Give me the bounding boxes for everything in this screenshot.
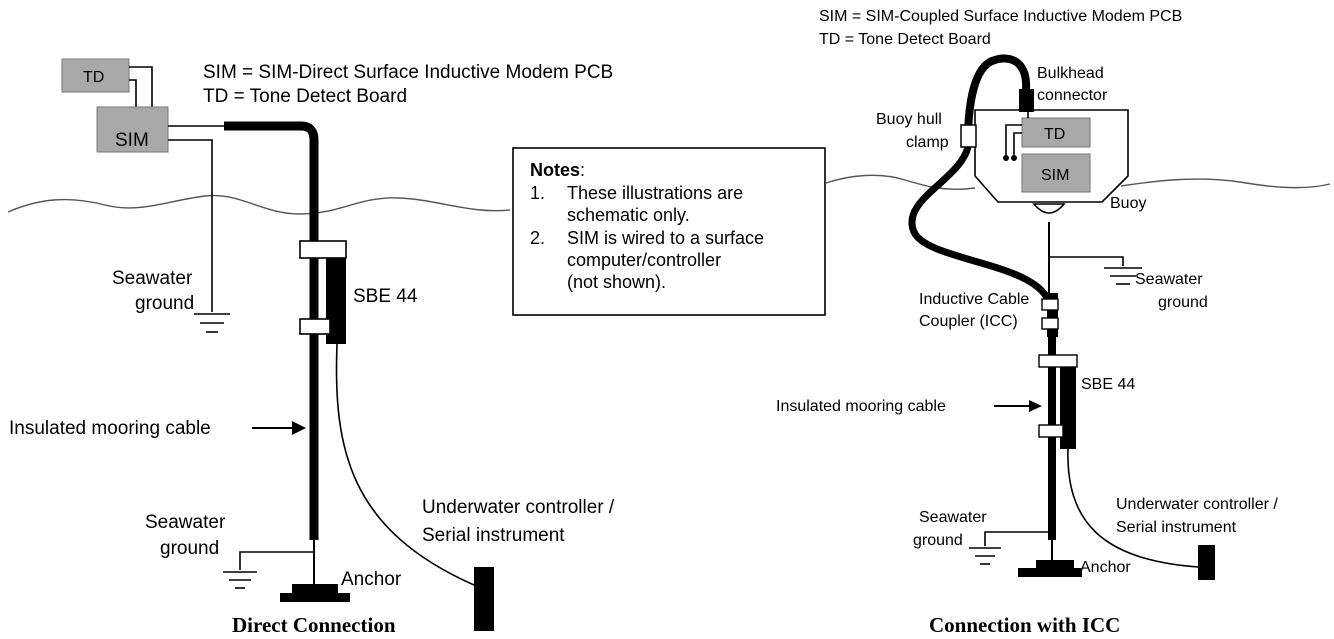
right-legend-sim: SIM = SIM-Coupled Surface Inductive Mode… bbox=[819, 8, 1182, 25]
direct-connection-diagram: SIM = SIM-Direct Surface Inductive Modem… bbox=[7, 58, 615, 637]
left-seawater-ground-bottom-1: Seawater bbox=[145, 512, 226, 533]
notes-heading-colon: : bbox=[580, 160, 585, 180]
right-mooring-arrow bbox=[994, 400, 1042, 412]
right-controller-body bbox=[1198, 545, 1215, 580]
left-td-label: TD bbox=[83, 69, 104, 86]
left-sbe44-label: SBE 44 bbox=[353, 286, 418, 307]
right-sbe44-clamp-top bbox=[1038, 354, 1078, 368]
right-loop-cable bbox=[964, 54, 1031, 141]
right-icc-label-1: Inductive Cable bbox=[919, 291, 1029, 308]
notes-item1-line2: schematic only. bbox=[567, 205, 690, 225]
right-controller-label-2: Serial instrument bbox=[1116, 519, 1237, 536]
right-sbe44-label: SBE 44 bbox=[1081, 376, 1135, 393]
right-anchor-label: Anchor bbox=[1080, 559, 1131, 576]
left-seawater-ground-top-1: Seawater bbox=[112, 268, 193, 289]
notes-border bbox=[512, 147, 826, 316]
right-sbe44-body bbox=[1060, 367, 1076, 449]
left-mooring-cable-label: Insulated mooring cable bbox=[9, 418, 211, 439]
right-td-wire-2 bbox=[1013, 132, 1022, 158]
left-legend-sim: SIM = SIM-Direct Surface Inductive Modem… bbox=[203, 62, 613, 83]
right-sim-box bbox=[1021, 153, 1091, 193]
left-seawater-ground-bottom-2: ground bbox=[160, 538, 219, 559]
right-buoy-keel bbox=[1032, 203, 1066, 214]
left-seawater-ground-top-2: ground bbox=[135, 293, 194, 314]
left-water-surface bbox=[7, 194, 511, 215]
notes-item1-line1: These illustrations are bbox=[567, 183, 743, 203]
notes-item2-num: 2. bbox=[530, 228, 545, 248]
right-water-surface-right bbox=[1120, 178, 1331, 189]
right-hull-clamp bbox=[960, 124, 977, 148]
left-sbe44-body bbox=[326, 258, 346, 344]
right-td-wire-1 bbox=[1005, 124, 1022, 158]
left-td-sim-wire-1 bbox=[129, 66, 153, 114]
left-td-sim-wire-2 bbox=[129, 79, 137, 114]
notes-heading-text: Notes bbox=[530, 160, 580, 180]
right-bulkhead-connector bbox=[1019, 89, 1034, 112]
right-water-surface-left bbox=[825, 174, 976, 190]
right-icc-body bbox=[1047, 293, 1058, 337]
right-icc-clamp-top bbox=[1041, 298, 1059, 311]
notes-heading: Notes: bbox=[530, 160, 585, 180]
notes-box: Notes: 1. These illustrations are schema… bbox=[512, 147, 826, 316]
right-seawater-ground-bottom-1: Seawater bbox=[919, 509, 987, 526]
notes-item2-line2: computer/controller bbox=[567, 250, 721, 270]
notes-item2-line3: (not shown). bbox=[567, 272, 666, 292]
left-ground-symbol-top bbox=[194, 313, 230, 333]
right-anchor bbox=[1018, 560, 1082, 577]
right-top-ground-wire bbox=[1049, 256, 1124, 266]
right-legend-td: TD = Tone Detect Board bbox=[819, 31, 991, 48]
left-caption: Direct Connection bbox=[232, 613, 396, 637]
right-buoy-hull-label-1: Buoy hull bbox=[876, 111, 942, 128]
left-sim-ground-wire bbox=[168, 139, 213, 312]
left-controller-label-2: Serial instrument bbox=[422, 525, 565, 546]
right-caption: Connection with ICC bbox=[929, 613, 1120, 637]
right-td-dot-2 bbox=[1011, 155, 1017, 161]
right-buoy-label: Buoy bbox=[1110, 195, 1146, 212]
left-legend-td: TD = Tone Detect Board bbox=[203, 86, 407, 107]
notes-item2-line1: SIM is wired to a surface bbox=[567, 228, 764, 248]
right-bulkhead-label-1: Bulkhead bbox=[1037, 65, 1104, 82]
right-icc-cable bbox=[908, 145, 1054, 307]
right-seawater-ground-top-1: Seawater bbox=[1135, 271, 1203, 288]
right-td-label: TD bbox=[1044, 126, 1065, 143]
right-ground-symbol-top bbox=[1104, 267, 1142, 285]
left-controller-body bbox=[474, 567, 494, 631]
left-ground-symbol-bottom bbox=[223, 571, 257, 589]
right-controller-label-1: Underwater controller / bbox=[1116, 496, 1278, 513]
right-controller-cable bbox=[1067, 448, 1199, 568]
left-controller-label-1: Underwater controller / bbox=[422, 497, 615, 518]
left-td-box bbox=[61, 58, 130, 93]
left-bottom-ground-wire bbox=[239, 551, 314, 570]
left-mooring-arrow bbox=[252, 421, 306, 435]
right-ground-symbol-bottom bbox=[969, 547, 1001, 565]
right-mooring-cable-label: Insulated mooring cable bbox=[776, 398, 946, 415]
right-buoy-hull-label-2: clamp bbox=[906, 134, 949, 151]
left-sbe44-clamp-top bbox=[299, 240, 347, 259]
right-icc-label-2: Coupler (ICC) bbox=[919, 313, 1018, 330]
right-seawater-ground-bottom-2: ground bbox=[913, 532, 963, 549]
left-mooring-cable bbox=[224, 121, 319, 540]
left-sbe44-clamp-bottom bbox=[299, 318, 331, 335]
left-sim-box bbox=[96, 106, 169, 153]
right-td-dot-1 bbox=[1003, 155, 1009, 161]
left-anchor-label: Anchor bbox=[341, 569, 402, 590]
right-seawater-ground-top-2: ground bbox=[1158, 294, 1208, 311]
notes-item1-num: 1. bbox=[530, 183, 545, 203]
right-icc-clamp-bottom bbox=[1041, 317, 1059, 330]
right-bottom-ground-wire bbox=[984, 531, 1052, 546]
left-controller-cable bbox=[335, 343, 475, 586]
right-sbe44-clamp-bottom bbox=[1038, 424, 1064, 438]
left-anchor bbox=[280, 584, 350, 602]
left-sim-label: SIM bbox=[115, 130, 149, 151]
right-bulkhead-label-2: connector bbox=[1037, 87, 1108, 104]
right-sim-label: SIM bbox=[1041, 167, 1069, 184]
icc-connection-diagram: SIM = SIM-Coupled Surface Inductive Mode… bbox=[776, 8, 1331, 637]
